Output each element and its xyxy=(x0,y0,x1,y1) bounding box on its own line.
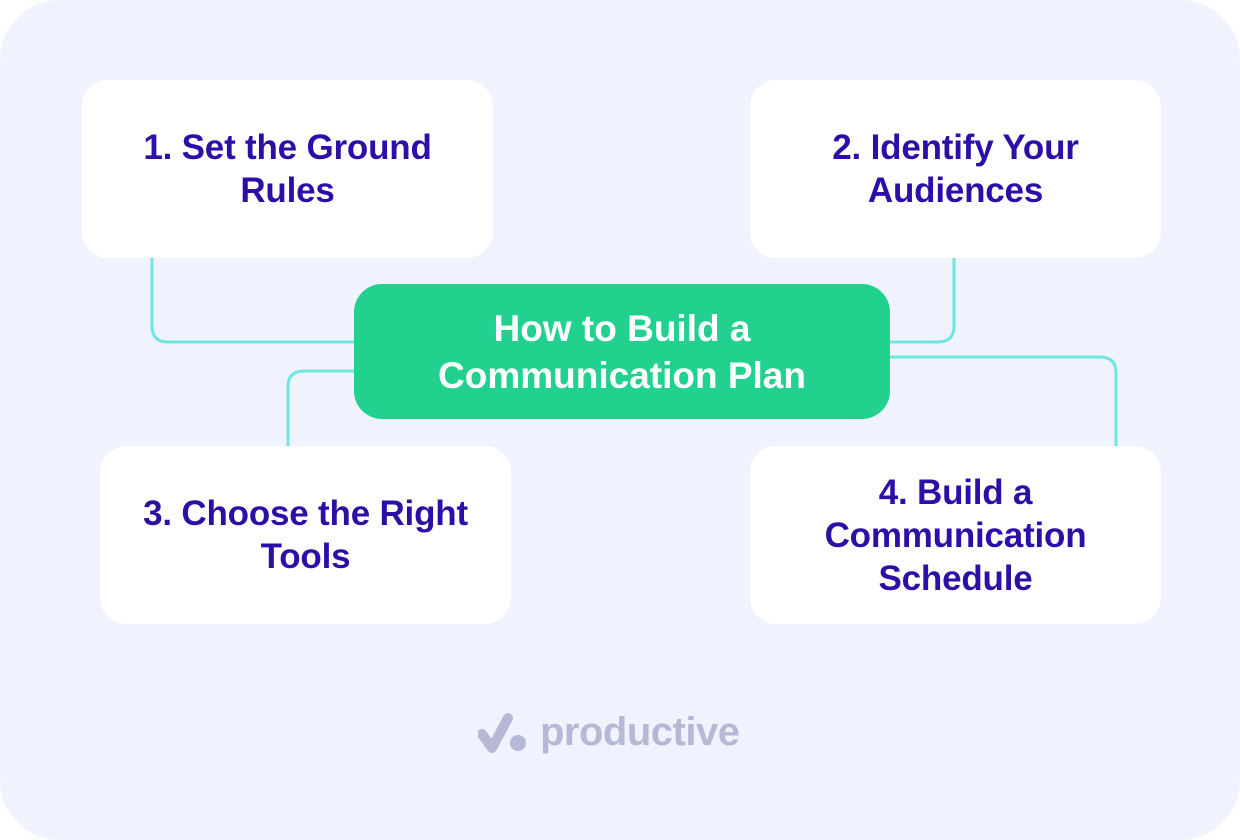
connector-step-3 xyxy=(286,369,354,446)
step-label-3: 3. Choose the Right Tools xyxy=(143,494,468,576)
productive-logo: productive xyxy=(478,708,778,756)
step-card-3: 3. Choose the Right Tools xyxy=(100,446,511,624)
step-label-1: 1. Set the Ground Rules xyxy=(143,128,432,210)
step-card-1: 1. Set the Ground Rules xyxy=(82,80,493,258)
central-topic-title: How to Build a Communication Plan xyxy=(438,307,806,396)
checkmark-dot-icon xyxy=(478,713,526,753)
step-card-4: 4. Build a Communication Schedule xyxy=(750,446,1161,624)
step-label-2: 2. Identify Your Audiences xyxy=(832,128,1079,210)
step-card-2: 2. Identify Your Audiences xyxy=(750,80,1161,258)
connector-step-1 xyxy=(150,258,354,344)
connector-step-2 xyxy=(890,258,956,344)
step-label-4: 4. Build a Communication Schedule xyxy=(824,472,1087,598)
central-topic: How to Build a Communication Plan xyxy=(354,284,890,419)
logo-wordmark: productive xyxy=(540,709,740,754)
connector-step-4 xyxy=(890,355,1118,446)
